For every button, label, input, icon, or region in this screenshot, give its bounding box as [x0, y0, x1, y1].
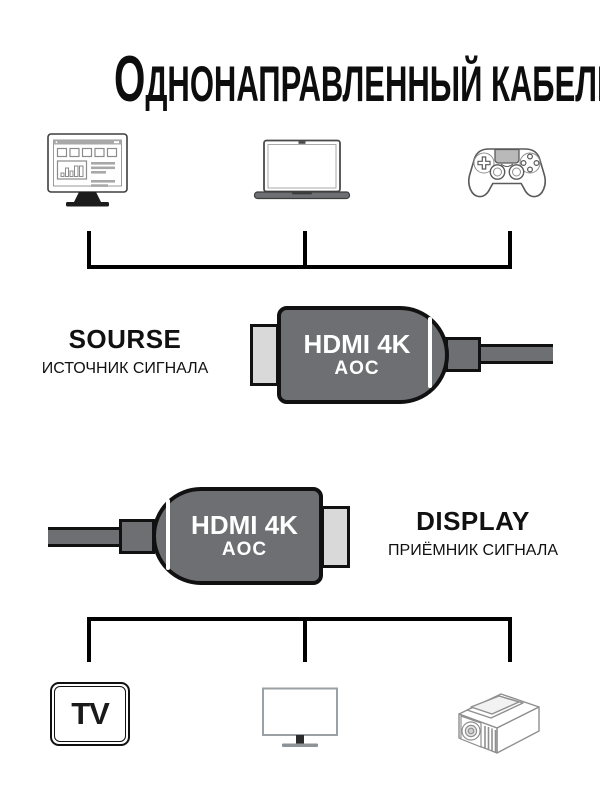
- hdmi-label: HDMI 4K: [191, 510, 298, 541]
- display-label: DISPLAY: [416, 506, 530, 536]
- hdmi-cable: [48, 527, 121, 547]
- strain-relief-line: [428, 317, 432, 388]
- bracket-line: [87, 231, 91, 269]
- strain-relief-line: [166, 499, 170, 570]
- bracket-line: [303, 617, 307, 662]
- desktop-computer-icon: [47, 133, 128, 207]
- title-initial: О: [114, 42, 146, 115]
- bracket-line: [87, 265, 512, 269]
- tv-icon-inner-frame: TV: [54, 686, 126, 742]
- source-sublabel: ИСТОЧНИК СИГНАЛА: [41, 360, 209, 377]
- hdmi-plug-tip: [321, 506, 350, 568]
- tv-icon: TV: [50, 682, 130, 746]
- hdmi-plug-tip: [250, 324, 279, 386]
- game-controller-icon: [468, 148, 546, 198]
- hdmi-neck: [445, 337, 481, 372]
- aoc-label: AOC: [334, 357, 380, 379]
- bracket-line: [87, 617, 91, 662]
- page-title: ОДНОНАПРАВЛЕННЫЙ КАБЕЛЬ: [114, 46, 600, 111]
- hdmi-plug-body: HDMI 4K AOC: [152, 487, 323, 585]
- display-sublabel: ПРИЁМНИК СИГНАЛА: [388, 542, 558, 559]
- bracket-line: [508, 617, 512, 662]
- title-rest: ДНОНАПРАВЛЕННЫЙ КАБЕЛЬ: [145, 56, 600, 112]
- display-label-block: DISPLAY ПРИЁМНИК СИГНАЛА: [368, 508, 578, 559]
- hdmi-plug-body: HDMI 4K AOC: [277, 306, 449, 404]
- hdmi-neck: [119, 519, 155, 554]
- projector-icon: [458, 693, 540, 754]
- bracket-line: [508, 231, 512, 269]
- source-label-block: SOURSE ИСТОЧНИК СИГНАЛА: [20, 326, 230, 377]
- monitor-icon: [262, 687, 338, 747]
- bracket-line: [87, 617, 512, 621]
- bracket-line: [303, 231, 307, 269]
- aoc-label: AOC: [221, 538, 268, 560]
- hdmi-cable: [479, 344, 553, 364]
- hdmi-label: HDMI 4K: [303, 329, 411, 360]
- source-label: SOURSE: [68, 324, 182, 354]
- tv-label: TV: [71, 696, 110, 731]
- laptop-icon: [253, 139, 351, 200]
